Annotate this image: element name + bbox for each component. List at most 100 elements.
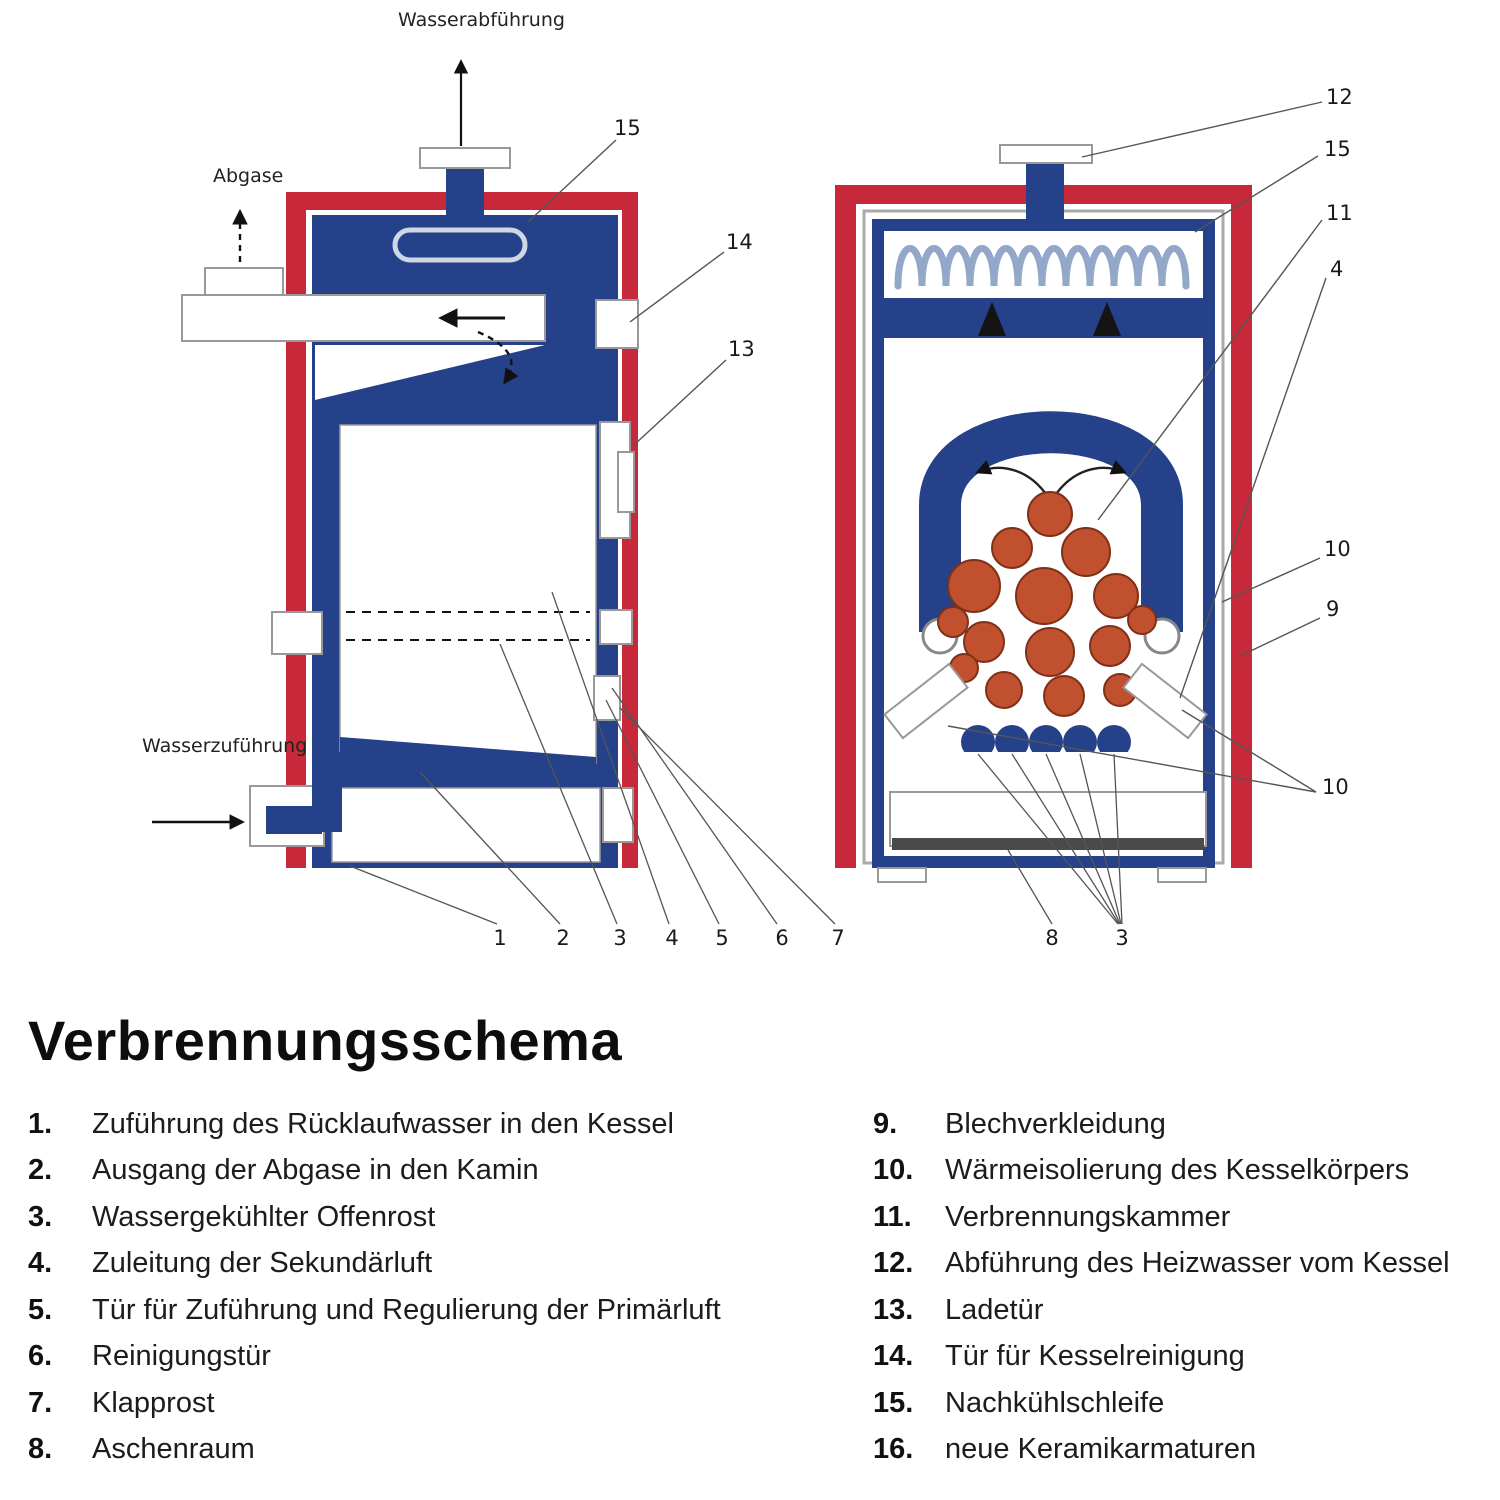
- left-ash-chamber: [331, 787, 601, 863]
- flow-arrow-left: [975, 460, 1049, 498]
- legend-item-16: 16. neue Keramikarmaturen: [873, 1433, 1480, 1466]
- legend-item-number: 13.: [873, 1293, 914, 1326]
- right-chimney-cap: [999, 144, 1093, 164]
- legend-section: Verbrennungsschema 1.Zuführung des Rückl…: [28, 1008, 1480, 1481]
- legend-item-number: 4.: [28, 1247, 53, 1280]
- callout-11: 11: [1326, 201, 1353, 225]
- callout-6: 6: [775, 926, 788, 950]
- legend-item-number: 12.: [873, 1247, 914, 1280]
- legend-item-number: 2.: [28, 1154, 53, 1187]
- legend-item-number: 3.: [28, 1200, 53, 1233]
- arch-tube: [919, 411, 1183, 632]
- foot-right: [1157, 867, 1207, 883]
- legend-item-text: Nachkühlschleife: [945, 1386, 1165, 1419]
- water-in-label: Wasserzuführung: [142, 735, 307, 757]
- legend-item-number: 11.: [873, 1200, 912, 1233]
- legend-item-2: 2. Ausgang der Abgase in den Kamin: [28, 1154, 873, 1187]
- callout-14: 14: [726, 230, 753, 254]
- ash-box-bar: [892, 838, 1204, 850]
- left-top-channel: [392, 227, 528, 263]
- flue-duct-cap: [204, 267, 284, 297]
- legend-item-5: 5.Tür für Zuführung und Regulierung der …: [28, 1293, 873, 1326]
- legend-item-11: 11. Verbrennungskammer: [873, 1200, 1480, 1233]
- right-chimney-stub: [1026, 161, 1064, 221]
- left-combustion-chamber: [339, 424, 597, 764]
- after-cooling-coil: [894, 245, 1190, 290]
- legend-item-12: 12. Abführung des Heizwasser vom Kessel: [873, 1247, 1480, 1280]
- legend-item-14: 14.Tür für Kesselreinigung: [873, 1340, 1480, 1373]
- legend-item-number: 6.: [28, 1340, 53, 1373]
- legend-item-number: 1.: [28, 1108, 53, 1140]
- legend-item-7: 7. Klapprost: [28, 1386, 873, 1419]
- legend-item-number: 9.: [873, 1108, 898, 1140]
- callout-15-right: 15: [1324, 137, 1351, 161]
- callout-13: 13: [728, 337, 755, 361]
- legend-item-text: neue Keramikarmaturen: [945, 1433, 1257, 1466]
- legend-item-text: Tür für Zuführung und Regulierung der Pr…: [92, 1293, 721, 1326]
- up-arrow-left: [978, 302, 1006, 336]
- callout-4-right: 4: [1330, 257, 1343, 281]
- flue-turn-channel: [315, 345, 545, 400]
- callout-10-lower: 10: [1322, 775, 1349, 799]
- legend-item-number: 15.: [873, 1386, 914, 1419]
- legend-item-15: 15. Nachkühlschleife: [873, 1386, 1480, 1419]
- callout-15-left: 15: [614, 116, 641, 140]
- callout-3-right: 3: [1115, 926, 1128, 950]
- callout-10-upper: 10: [1324, 537, 1351, 561]
- primary-air-door: [593, 675, 621, 721]
- right-top-band: [884, 298, 1203, 338]
- callout-5: 5: [715, 926, 728, 950]
- callout-3-left: 3: [613, 926, 626, 950]
- legend-item-text: Verbrennungskammer: [945, 1200, 1231, 1233]
- right-callout-lines: [947, 101, 1327, 793]
- boiler-diagrams: Wasserabführung Abgase Wasserzuführung: [142, 9, 1353, 950]
- cleaning-door: [595, 299, 639, 349]
- callout-12: 12: [1326, 85, 1353, 109]
- legend-item-text: Ausgang der Abgase in den Kamin: [92, 1154, 539, 1187]
- left-bottom-callout-lines: [349, 591, 836, 925]
- flue-turn-arrow: [477, 330, 519, 385]
- legend-item-text: Reinigungstür: [92, 1340, 271, 1373]
- legend-item-text: Wärmeisolierung des Kesselkörpers: [945, 1154, 1410, 1187]
- legend-item-text: Zuleitung der Sekundärluft: [92, 1247, 433, 1280]
- left-boiler-doors: [593, 299, 639, 843]
- left-chimney-cap: [419, 147, 511, 169]
- callout-8: 8: [1045, 926, 1058, 950]
- page-title: Verbrennungsschema: [28, 1009, 623, 1072]
- water-in-pipe-horizontal: [266, 806, 322, 834]
- legend-item-number: 8.: [28, 1433, 53, 1466]
- secondary-air-slat-right: [1122, 662, 1208, 740]
- coal-pile: [937, 491, 1157, 717]
- legend-item-text: Wassergekühlter Offenrost: [92, 1200, 436, 1233]
- legend-item-text: Blechverkleidung: [945, 1108, 1166, 1140]
- legend-item-text: Abführung des Heizwasser vom Kessel: [945, 1247, 1450, 1280]
- legend-item-text: Tür für Kesselreinigung: [945, 1340, 1245, 1373]
- ash-door: [602, 787, 634, 843]
- flue-gas-label: Abgase: [213, 165, 283, 187]
- callout-2: 2: [556, 926, 569, 950]
- legend-item-number: 10.: [873, 1154, 914, 1187]
- up-arrow-right: [1093, 302, 1121, 336]
- flow-arrow-right: [1053, 460, 1127, 498]
- legend-item-13: 13. Ladetür: [873, 1293, 1480, 1326]
- legend-item-text: Klapprost: [92, 1386, 215, 1419]
- legend-item-8: 8. Aschenraum: [28, 1433, 873, 1466]
- callout-7: 7: [831, 926, 844, 950]
- legend-item-10: 10. Wärmeisolierung des Kesselkörpers: [873, 1154, 1480, 1187]
- left-chimney-stub: [446, 166, 484, 222]
- legend-item-text: Ladetür: [945, 1293, 1044, 1326]
- callout-9: 9: [1326, 597, 1339, 621]
- left-boiler-diagram: Wasserabführung Abgase Wasserzuführung: [142, 9, 845, 950]
- water-out-label: Wasserabführung: [398, 9, 565, 31]
- legend-item-3: 3. Wassergekühlter Offenrost: [28, 1200, 873, 1233]
- left-callout-lines: [527, 139, 727, 446]
- legend-item-1: 1.Zuführung des Rücklaufwasser in den Ke…: [28, 1108, 873, 1140]
- legend-item-text: Aschenraum: [92, 1433, 255, 1466]
- left-grate-band: [340, 737, 596, 787]
- secondary-air-port: [599, 609, 633, 645]
- legend-item-number: 7.: [28, 1386, 53, 1419]
- legend-item-number: 16.: [873, 1433, 914, 1466]
- legend-column-left: 1.Zuführung des Rücklaufwasser in den Ke…: [28, 1109, 873, 1481]
- callout-1: 1: [493, 926, 506, 950]
